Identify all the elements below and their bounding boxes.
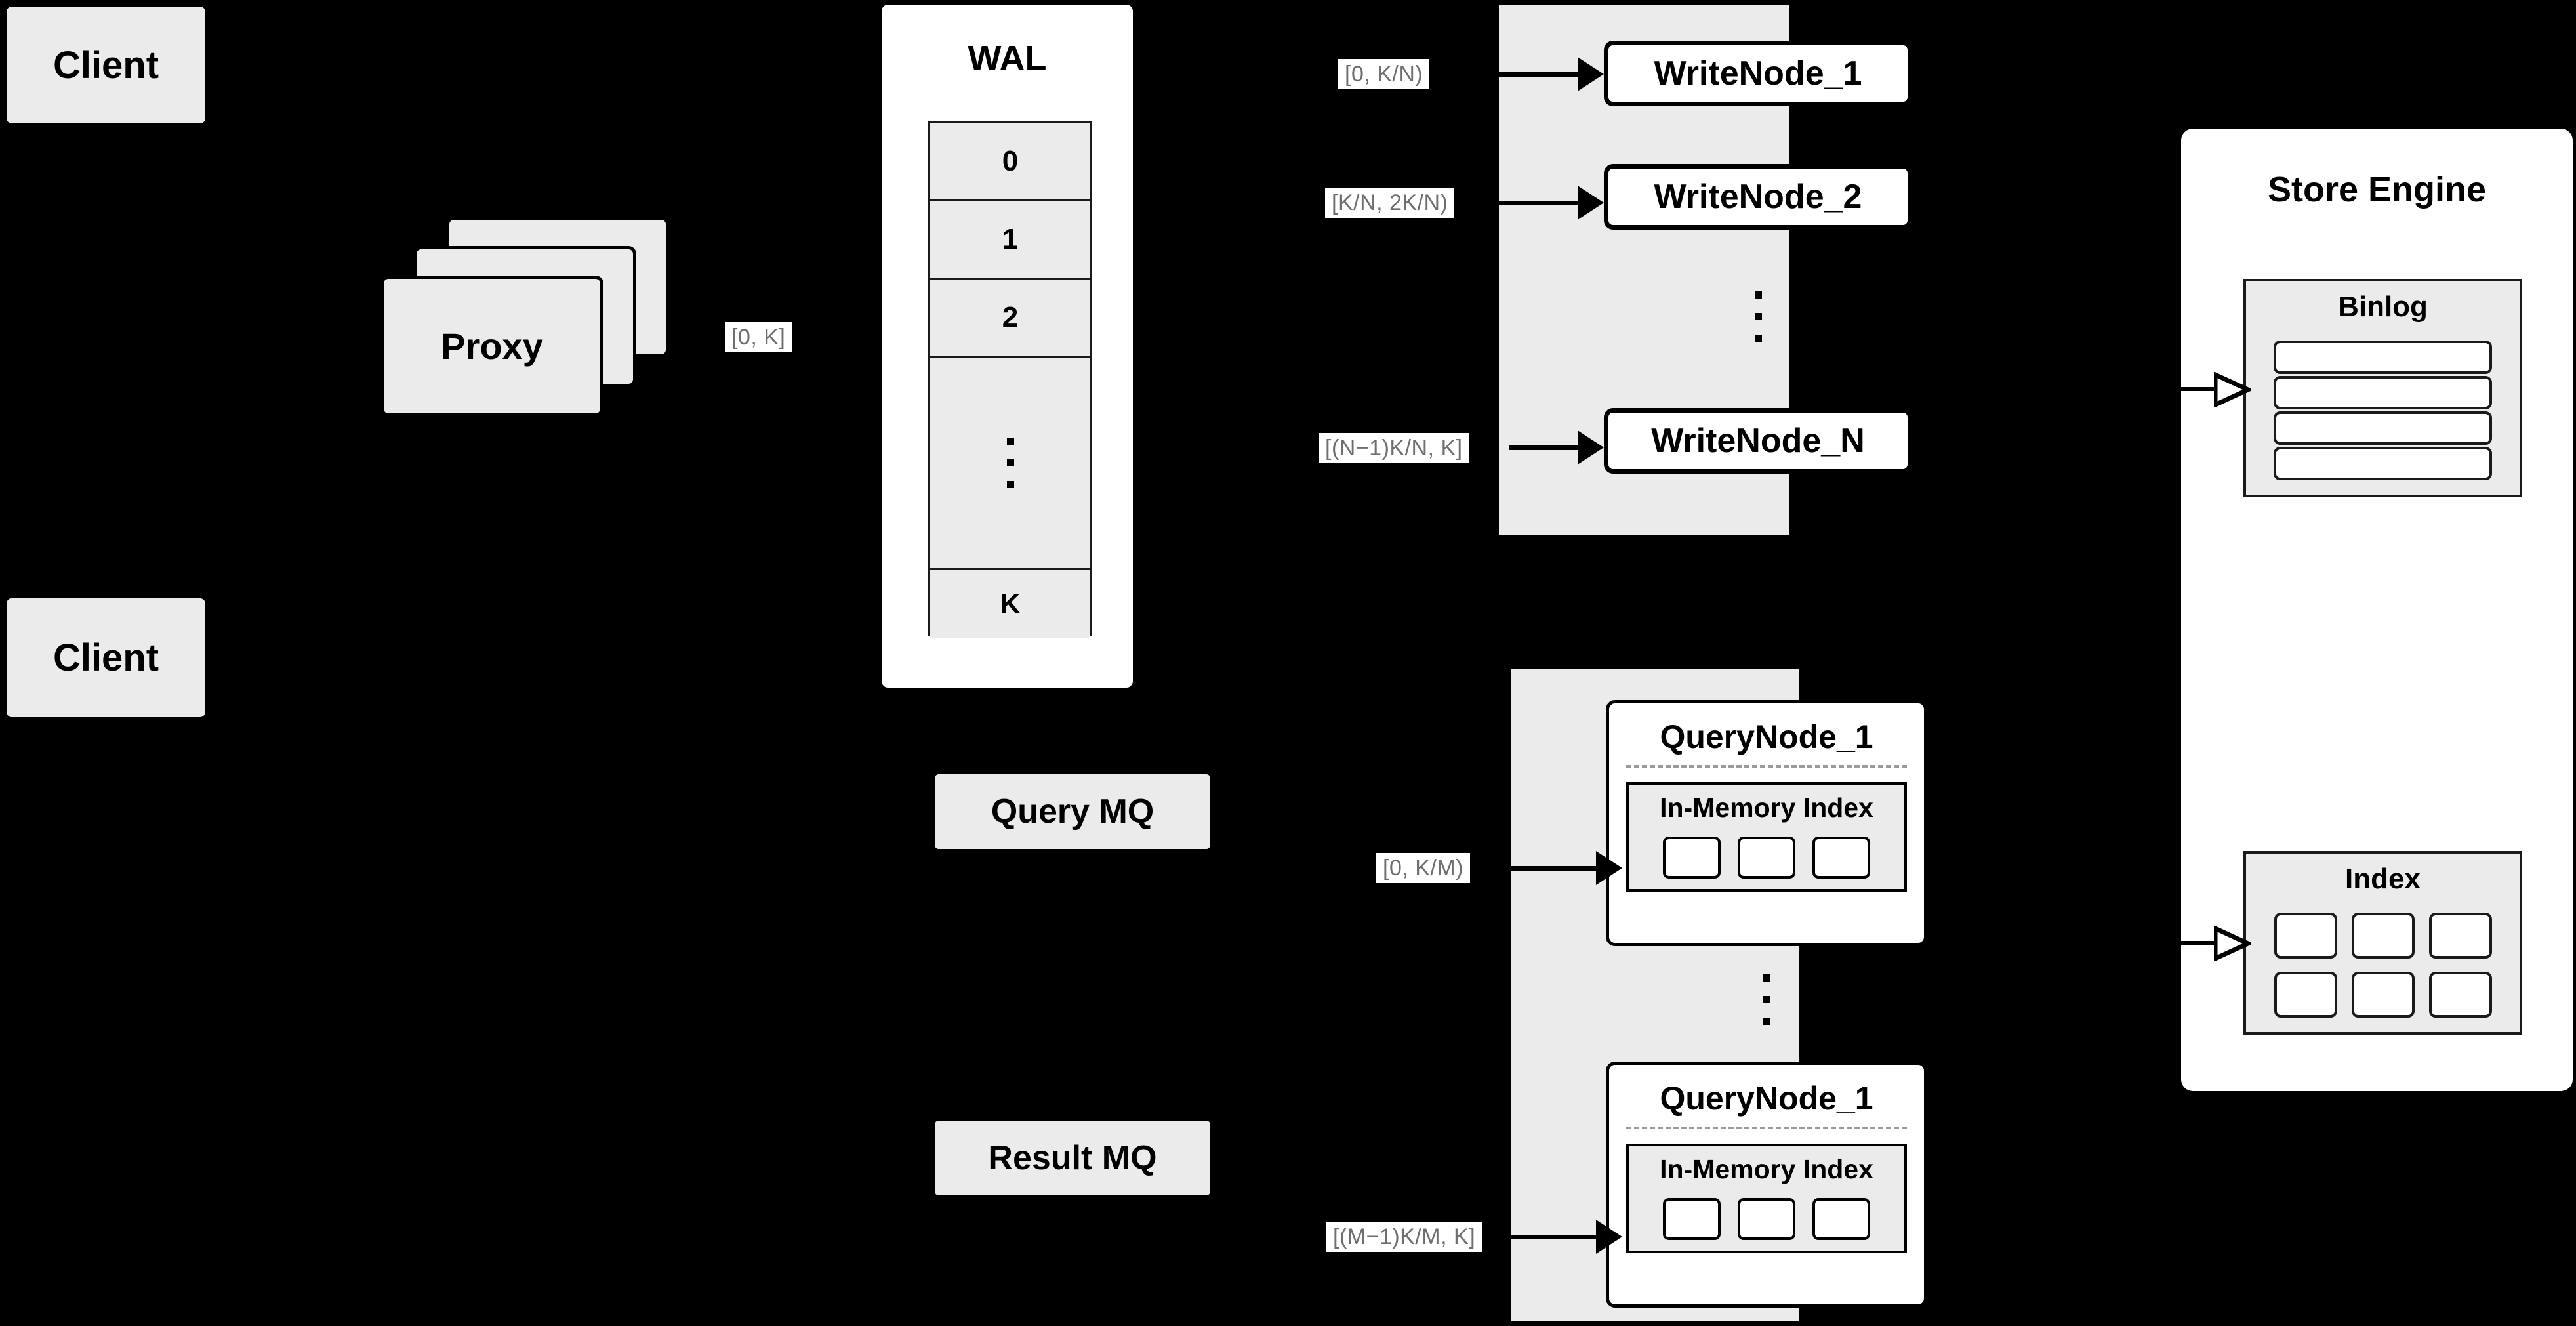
arrow-to-query-node-1: [1488, 866, 1603, 871]
in-memory-index-title: In-Memory Index: [1660, 793, 1873, 823]
index-cell: [2274, 913, 2337, 959]
open-arrow-head-icon: [2214, 372, 2251, 407]
binlog-bar: [2274, 376, 2492, 409]
arrow-to-write-node-2: [1499, 201, 1584, 205]
query-mq-label: Query MQ: [991, 793, 1155, 831]
arrow-head-icon: [1578, 430, 1604, 465]
client-box-2[interactable]: Client: [5, 597, 207, 718]
index-cell: [1812, 1198, 1870, 1240]
query-node-vertical-ellipsis-icon: [1606, 957, 1927, 1042]
write-node-vertical-ellipsis-icon: [1604, 274, 1912, 359]
client-label: Client: [52, 43, 159, 87]
write-node-label: WriteNode_1: [1654, 54, 1862, 93]
arrow-to-write-node-1: [1469, 72, 1584, 77]
wal-row: 2: [930, 280, 1090, 358]
in-memory-index-cells: [1629, 837, 1904, 879]
proxy-output-range-label: [0, K]: [725, 322, 792, 352]
query-node-separator: [1626, 1127, 1907, 1129]
write-node-2[interactable]: WriteNode_2: [1604, 164, 1912, 230]
in-memory-index-panel-1: In-Memory Index: [1626, 782, 1907, 892]
index-cell: [1663, 837, 1721, 879]
arrow-head-icon: [1578, 57, 1604, 91]
wal-row: 1: [930, 201, 1090, 280]
query-node-group-panel: QueryNode_1 In-Memory Index QueryNode_1 …: [1511, 669, 1927, 1321]
binlog-bars: [2246, 341, 2520, 480]
query-node-title: QueryNode_1: [1660, 1080, 1873, 1117]
proxy-label: Proxy: [441, 325, 543, 367]
write-node-label: WriteNode_2: [1654, 178, 1862, 216]
proxy-card-front[interactable]: Proxy: [380, 276, 603, 417]
arrow-to-index: [2181, 941, 2217, 945]
binlog-bar: [2274, 447, 2492, 480]
query-mq-box[interactable]: Query MQ: [933, 773, 1212, 850]
query-node-1-range-label: [0, K/M): [1376, 853, 1471, 883]
wal-entries-table: 0 1 2 K: [928, 121, 1092, 638]
write-node-group-panel: WriteNode_1 WriteNode_2 WriteNode_N: [1499, 5, 1912, 535]
index-cell: [2351, 913, 2415, 959]
binlog-title: Binlog: [2338, 291, 2428, 323]
binlog-panel: Binlog: [2243, 279, 2522, 497]
index-panel: Index: [2243, 851, 2522, 1035]
index-row: [2274, 913, 2492, 959]
index-cell: [1738, 1198, 1795, 1240]
index-cell: [2428, 913, 2492, 959]
write-node-1[interactable]: WriteNode_1: [1604, 41, 1912, 106]
query-node-1[interactable]: QueryNode_1 In-Memory Index: [1606, 700, 1927, 946]
wal-row: 0: [930, 123, 1090, 201]
vertical-ellipsis-icon: [1006, 438, 1014, 488]
arrow-head-icon: [1596, 851, 1622, 885]
result-mq-label: Result MQ: [988, 1139, 1157, 1177]
wal-panel: WAL 0 1 2 K: [882, 5, 1133, 688]
query-node-title: QueryNode_1: [1660, 718, 1873, 755]
query-node-2[interactable]: QueryNode_1 In-Memory Index: [1606, 1062, 1927, 1308]
wal-row-ellipsis: [930, 358, 1090, 570]
write-node-label: WriteNode_N: [1651, 422, 1865, 460]
query-node-separator: [1626, 765, 1907, 768]
wal-row: K: [930, 570, 1090, 638]
arrow-to-binlog: [2181, 387, 2217, 391]
index-title: Index: [2345, 863, 2421, 895]
in-memory-index-cells: [1629, 1198, 1904, 1240]
proxy-stack[interactable]: Proxy: [380, 217, 669, 433]
result-mq-box[interactable]: Result MQ: [933, 1119, 1212, 1197]
index-row: [2274, 972, 2492, 1018]
arrow-head-icon: [1578, 186, 1604, 220]
write-node-n[interactable]: WriteNode_N: [1604, 408, 1912, 474]
wal-title: WAL: [968, 39, 1047, 78]
arrow-to-write-node-n: [1509, 445, 1584, 450]
index-cell: [2351, 972, 2415, 1018]
in-memory-index-title: In-Memory Index: [1660, 1154, 1873, 1184]
store-engine-panel: Store Engine Binlog Index: [2181, 129, 2573, 1091]
index-grid: [2246, 913, 2520, 1018]
index-cell: [2274, 972, 2337, 1018]
index-cell: [1738, 837, 1795, 879]
write-node-n-range-label: [(N−1)K/N, K]: [1319, 433, 1469, 463]
store-engine-title: Store Engine: [2267, 170, 2487, 209]
arrow-to-query-node-2: [1509, 1235, 1603, 1239]
write-node-2-range-label: [K/N, 2K/N): [1325, 188, 1455, 218]
index-cell: [1663, 1198, 1721, 1240]
index-cell: [2428, 972, 2492, 1018]
index-cell: [1812, 837, 1870, 879]
client-label: Client: [52, 636, 159, 679]
query-node-2-range-label: [(M−1)K/M, K]: [1326, 1222, 1482, 1252]
in-memory-index-panel-2: In-Memory Index: [1626, 1144, 1907, 1253]
binlog-bar: [2274, 341, 2492, 374]
open-arrow-head-icon: [2214, 926, 2251, 961]
binlog-bar: [2274, 411, 2492, 445]
write-node-1-range-label: [0, K/N): [1338, 59, 1430, 89]
arrow-head-icon: [1596, 1220, 1622, 1254]
client-box-1[interactable]: Client: [5, 5, 207, 125]
